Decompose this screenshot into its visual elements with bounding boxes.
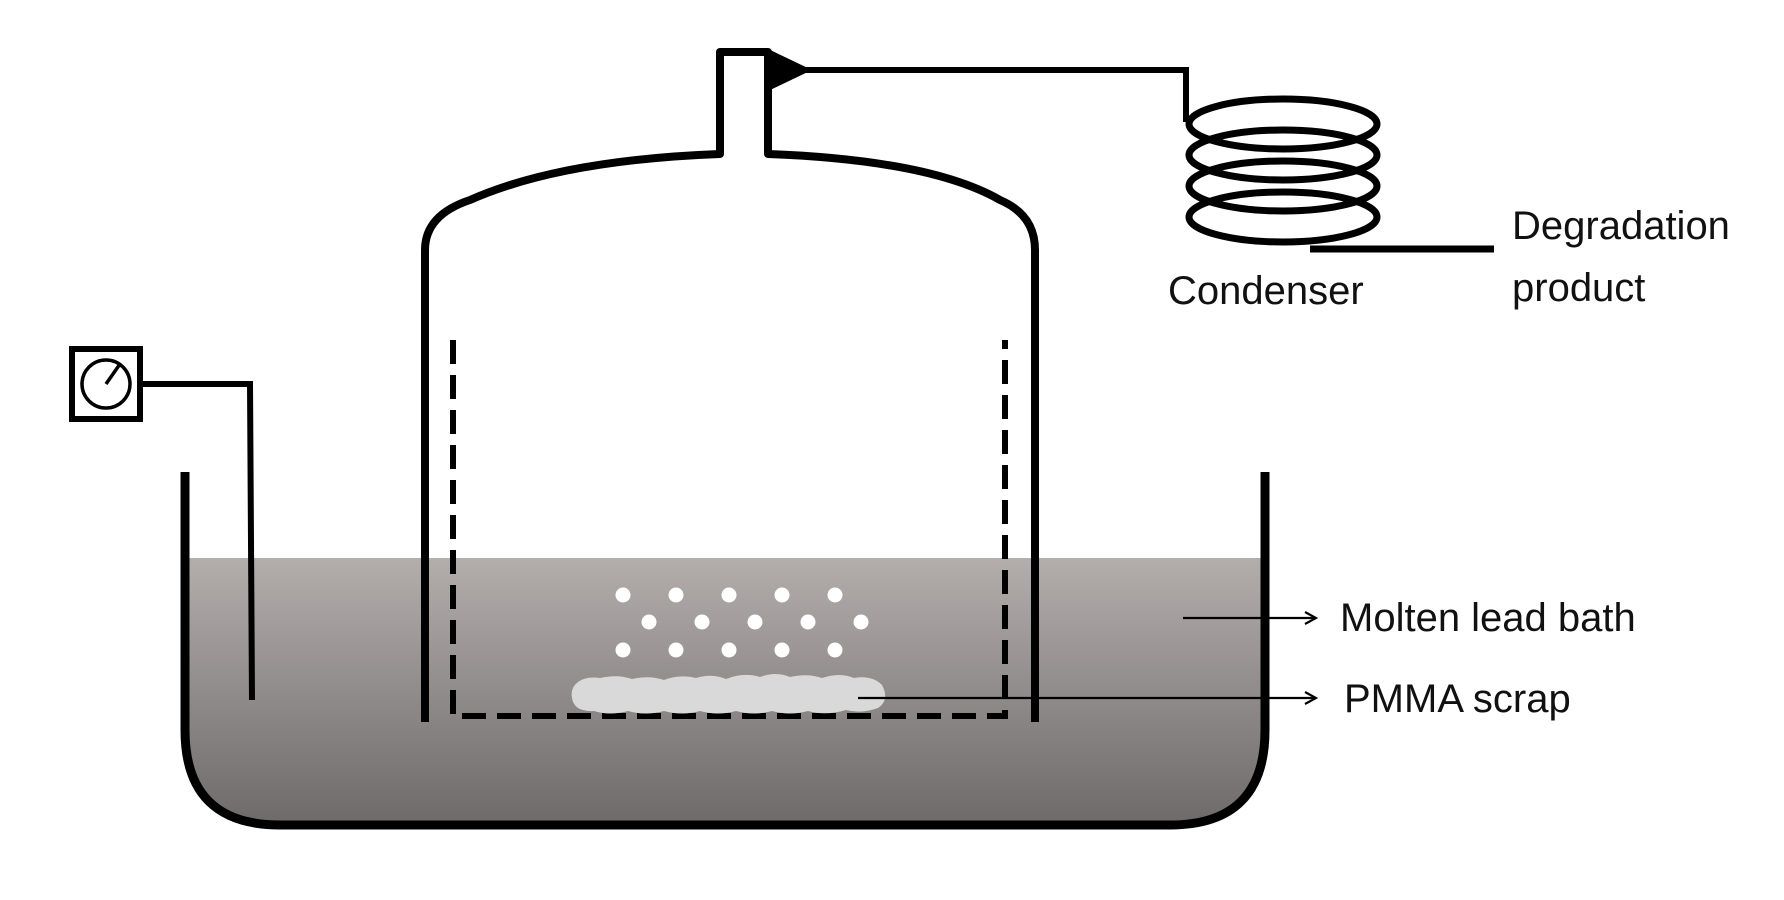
dashed-basket [450, 340, 1008, 719]
degradation-product-label-line2: product [1512, 266, 1646, 310]
condenser-label: Condenser [1168, 269, 1364, 313]
pmma-scrap-label: PMMA scrap [1344, 677, 1571, 721]
outlet-arrow-icon [766, 48, 812, 92]
probe-line [141, 381, 255, 701]
degradation-product-label-line1: Degradation [1512, 204, 1730, 248]
bath-vessel [180, 472, 1270, 830]
outlet-pipe [768, 67, 1189, 122]
reactor-vessel [421, 48, 1039, 722]
condenser-coil [1185, 95, 1381, 246]
pressure-gauge-icon [80, 358, 132, 410]
gas-bubbles [615, 587, 869, 658]
pmma-scrap-blob [571, 674, 886, 714]
molten-lead-bath-label: Molten lead bath [1340, 596, 1636, 640]
